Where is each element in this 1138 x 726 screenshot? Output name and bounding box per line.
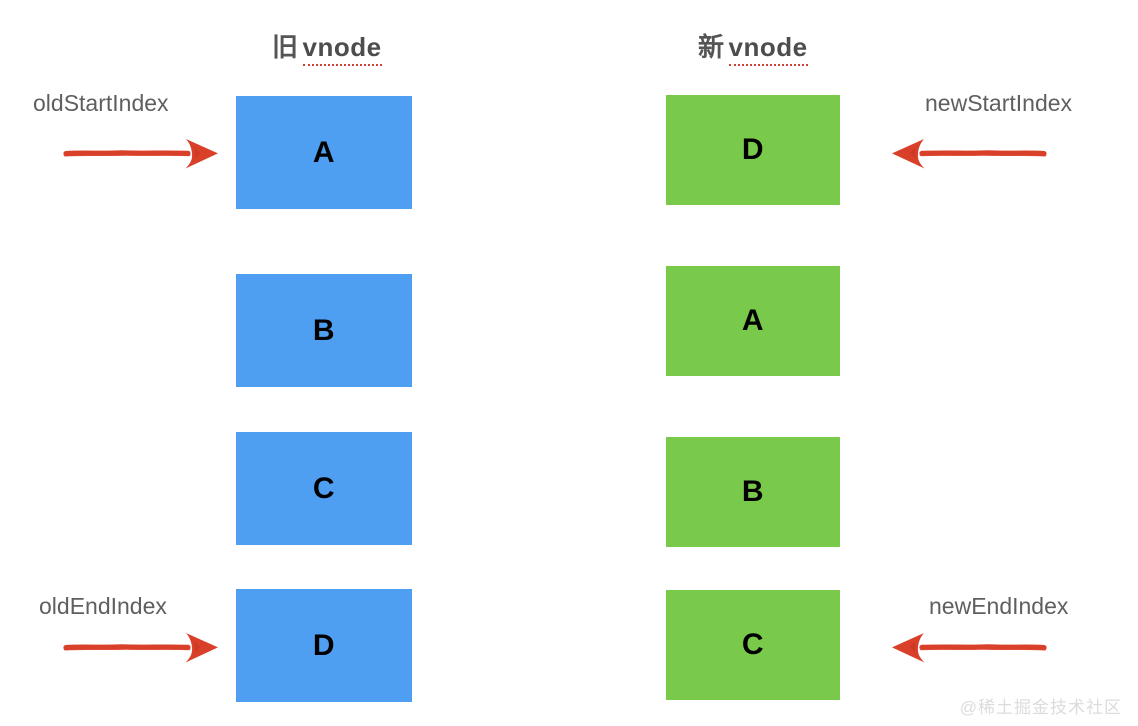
new-vnode-box: C — [666, 590, 840, 700]
column-title-new-word: vnode — [728, 32, 808, 66]
new-vnode-box: D — [666, 95, 840, 205]
pointer-label-new-end-index: newEndIndex — [929, 593, 1069, 619]
new-vnode-box: A — [666, 266, 840, 376]
arrow-right-old-start-icon — [63, 139, 218, 169]
arrow-right-old-end-icon — [63, 633, 218, 663]
old-vnode-box: D — [236, 589, 412, 702]
column-title-old-cjk: 旧 — [272, 32, 299, 62]
column-title-new-cjk: 新 — [698, 32, 725, 62]
old-vnode-box: B — [236, 274, 412, 387]
old-vnode-box: A — [236, 96, 412, 209]
pointer-label-old-end-index: oldEndIndex — [39, 593, 167, 619]
old-vnode-box: C — [236, 432, 412, 545]
arrow-left-new-start-icon — [892, 139, 1047, 169]
new-vnode-box: B — [666, 437, 840, 547]
pointer-label-new-start-index: newStartIndex — [925, 90, 1073, 116]
pointer-label-old-start-index: oldStartIndex — [33, 90, 169, 116]
column-title-old-word: vnode — [302, 32, 382, 66]
watermark: @稀土掘金技术社区 — [959, 698, 1122, 717]
arrow-left-new-end-icon — [892, 633, 1047, 663]
